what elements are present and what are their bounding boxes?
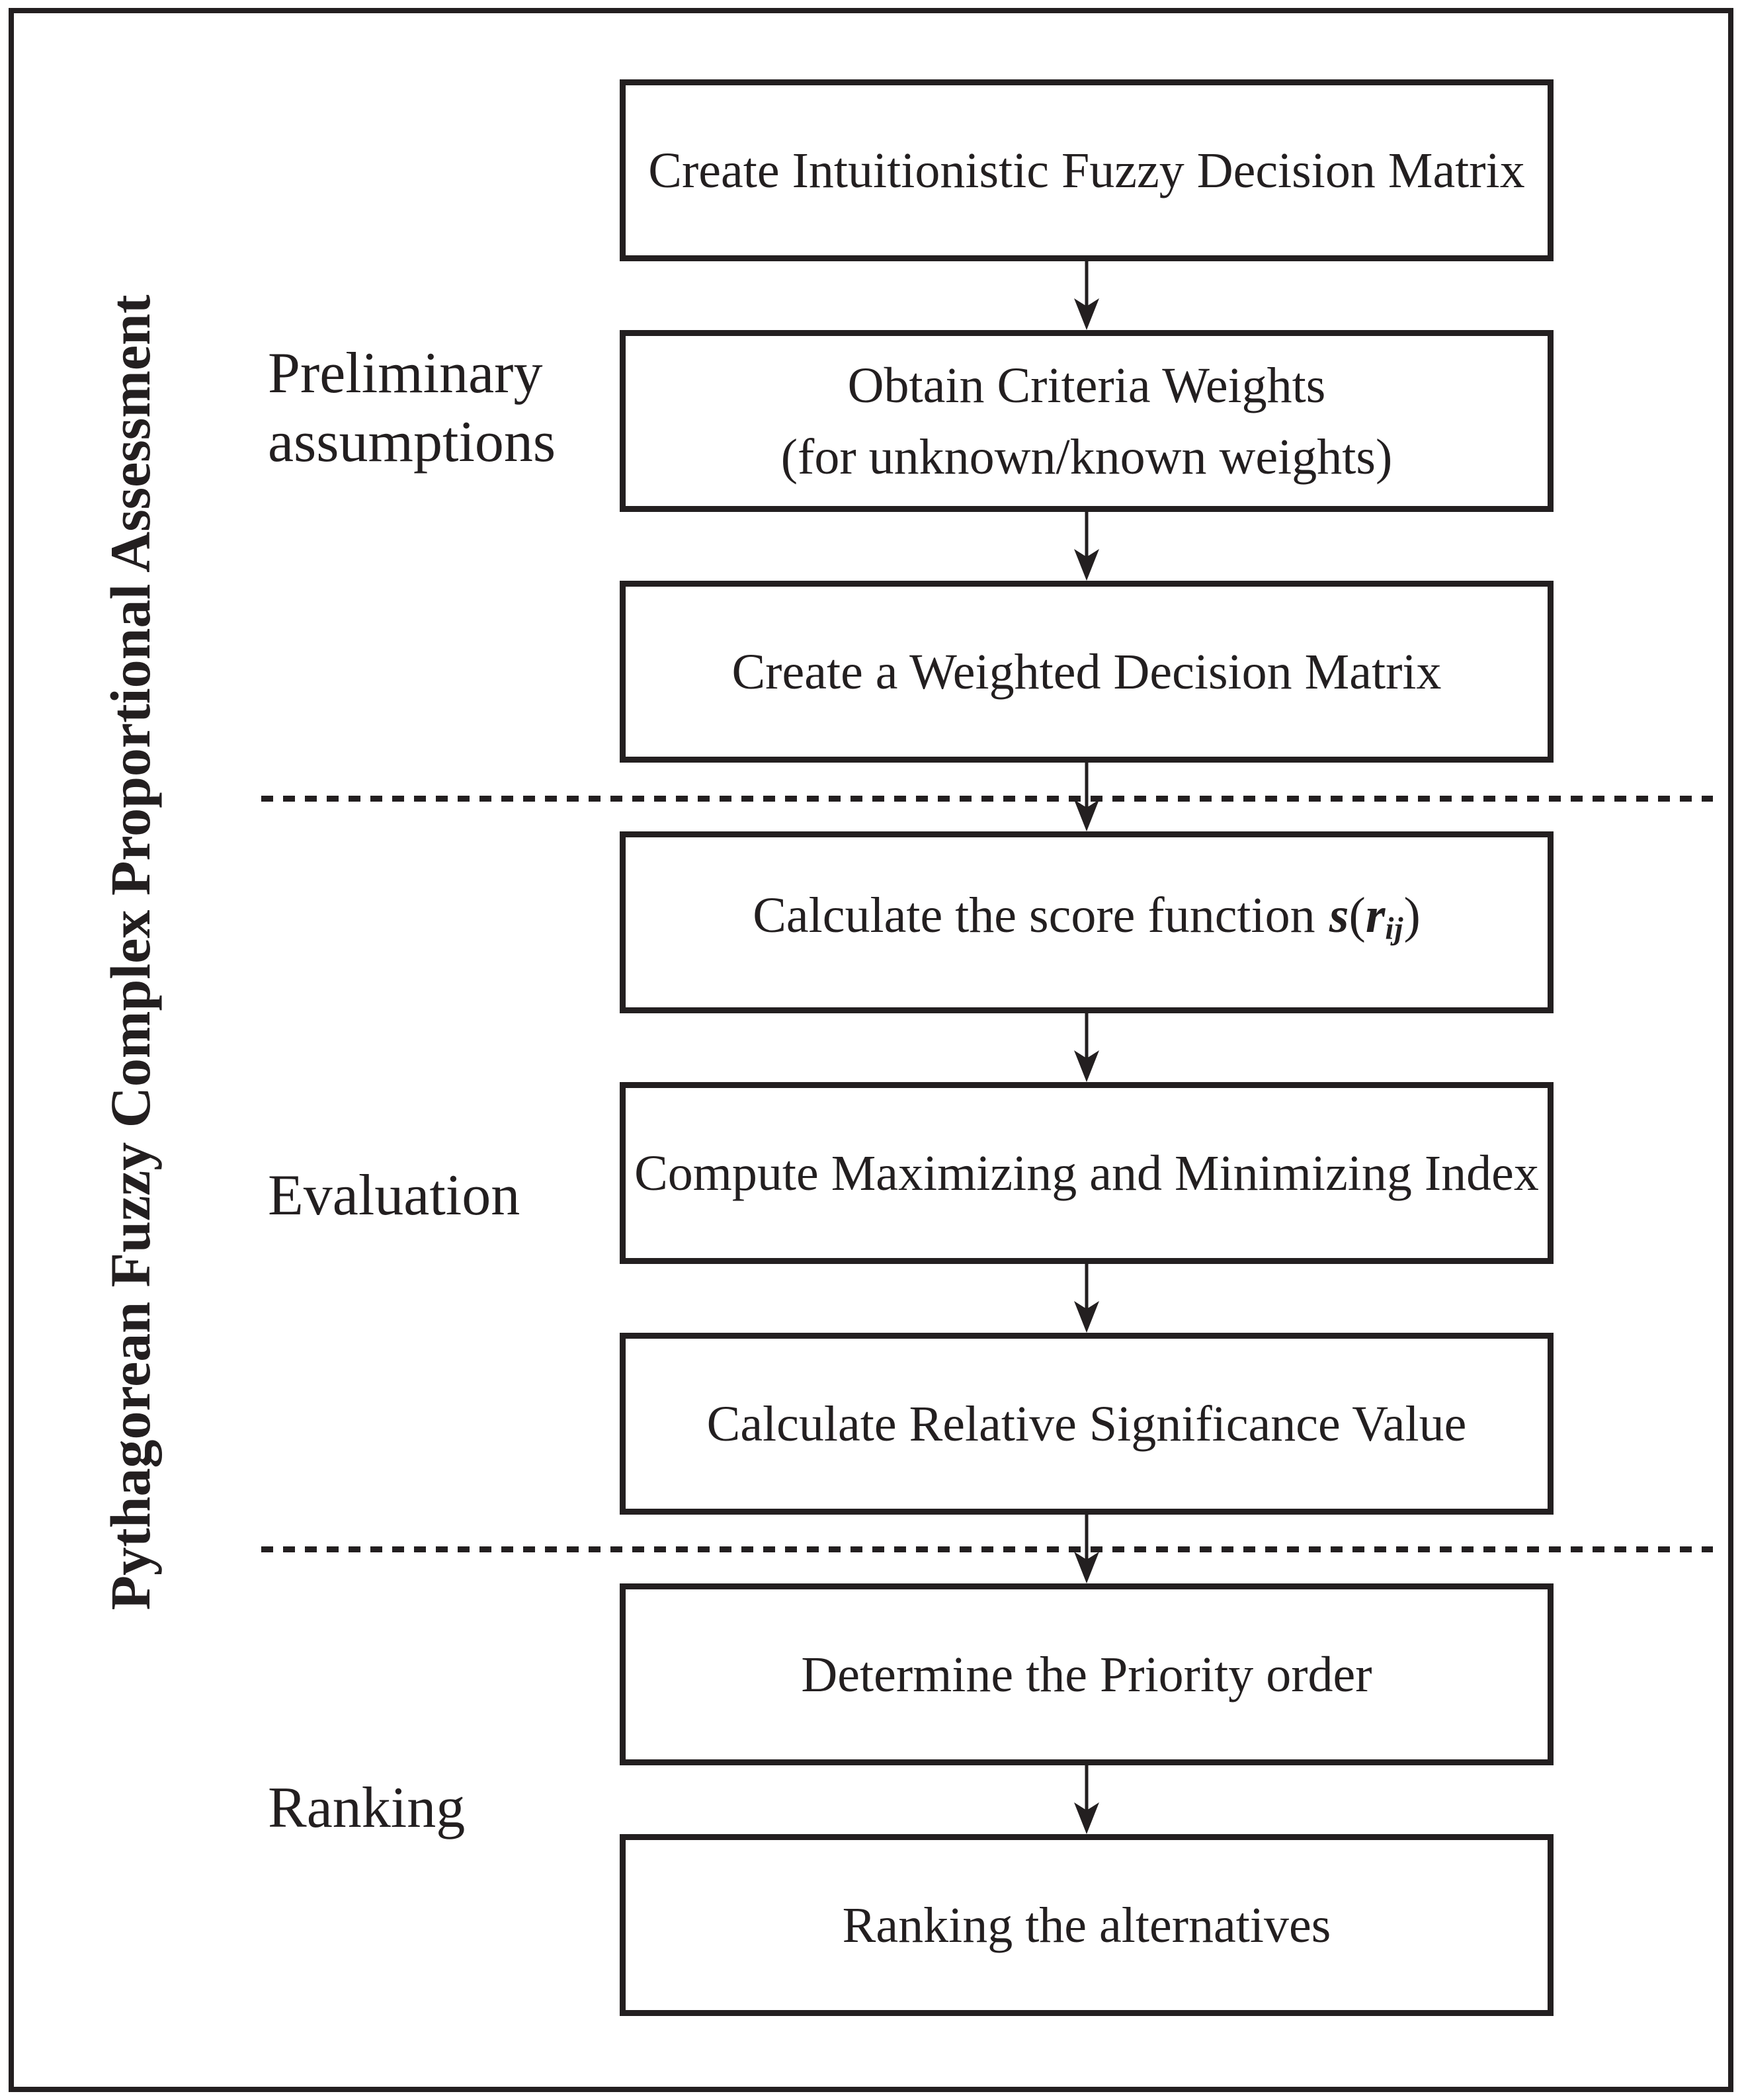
- step-box-ranking-the-alternatives: Ranking the alternatives: [620, 1834, 1554, 2016]
- step-box-calculate-relative-significance-value: Calculate Relative Significance Value: [620, 1333, 1554, 1515]
- step-label-line: (for unknown/known weights): [780, 429, 1393, 485]
- arrow-shaft: [1085, 1264, 1089, 1318]
- phase-label-evaluation: Evaluation: [268, 1163, 520, 1228]
- step-box-create-intuitionistic-fuzzy-decision-matrix: Create Intuitionistic Fuzzy Decision Mat…: [620, 79, 1554, 261]
- phase-separator-dashed-line: [261, 1546, 1713, 1552]
- step-label-text: Calculate the score function: [753, 888, 1315, 944]
- down-arrow: [1074, 1013, 1099, 1082]
- step-box-create-weighted-decision-matrix: Create a Weighted Decision Matrix: [620, 581, 1554, 763]
- down-arrow: [1074, 1515, 1099, 1583]
- step-box-obtain-criteria-weights: Obtain Criteria Weights (for unknown/kno…: [620, 330, 1554, 512]
- phase-label-line: assumptions: [268, 410, 556, 474]
- arrow-head: [1074, 549, 1099, 581]
- step-box-determine-priority-order: Determine the Priority order: [620, 1583, 1554, 1765]
- down-arrow: [1074, 261, 1099, 330]
- math-paren-close: ): [1403, 888, 1421, 944]
- down-arrow: [1074, 1264, 1099, 1333]
- down-arrow: [1074, 763, 1099, 831]
- step-label: Create a Weighted Decision Matrix: [731, 644, 1442, 700]
- math-paren-open: (: [1349, 888, 1366, 944]
- phase-separator-dashed-line: [261, 796, 1713, 802]
- phase-label-preliminary-assumptions: Preliminary assumptions: [268, 339, 556, 477]
- arrow-shaft: [1085, 763, 1089, 817]
- arrow-shaft: [1085, 1013, 1089, 1068]
- down-arrow: [1074, 1765, 1099, 1834]
- arrow-head: [1074, 1301, 1099, 1333]
- arrow-head: [1074, 800, 1099, 831]
- step-box-compute-maximizing-minimizing-index: Compute Maximizing and Minimizing Index: [620, 1082, 1554, 1264]
- phase-label-ranking: Ranking: [268, 1776, 466, 1840]
- math-var-r: r: [1365, 888, 1386, 944]
- step-label: Obtain Criteria Weights (for unknown/kno…: [781, 350, 1393, 493]
- down-arrow: [1074, 512, 1099, 581]
- arrow-shaft: [1085, 512, 1089, 566]
- arrow-head: [1074, 1552, 1099, 1583]
- arrow-head: [1074, 1050, 1099, 1082]
- step-label-line: Obtain Criteria Weights: [847, 357, 1326, 413]
- step-label: Determine the Priority order: [801, 1646, 1372, 1702]
- score-function-formula: s(rij): [1329, 888, 1421, 946]
- math-subscript-ij: ij: [1385, 911, 1404, 946]
- phase-label-line: Preliminary: [268, 341, 543, 405]
- arrow-shaft: [1085, 1765, 1089, 1820]
- step-label: Compute Maximizing and Minimizing Index: [634, 1145, 1539, 1201]
- arrow-shaft: [1085, 1515, 1089, 1569]
- step-label: Ranking the alternatives: [842, 1897, 1331, 1953]
- arrow-shaft: [1085, 261, 1089, 315]
- step-label: Calculate Relative Significance Value: [706, 1396, 1467, 1452]
- figure-border: [9, 8, 1733, 2092]
- math-var-s: s: [1329, 888, 1349, 944]
- arrow-head: [1074, 298, 1099, 330]
- method-title-vertical: Pythagorean Fuzzy Complex Proportional A…: [99, 294, 162, 1611]
- arrow-head: [1074, 1802, 1099, 1834]
- step-label: Create Intuitionistic Fuzzy Decision Mat…: [648, 142, 1525, 198]
